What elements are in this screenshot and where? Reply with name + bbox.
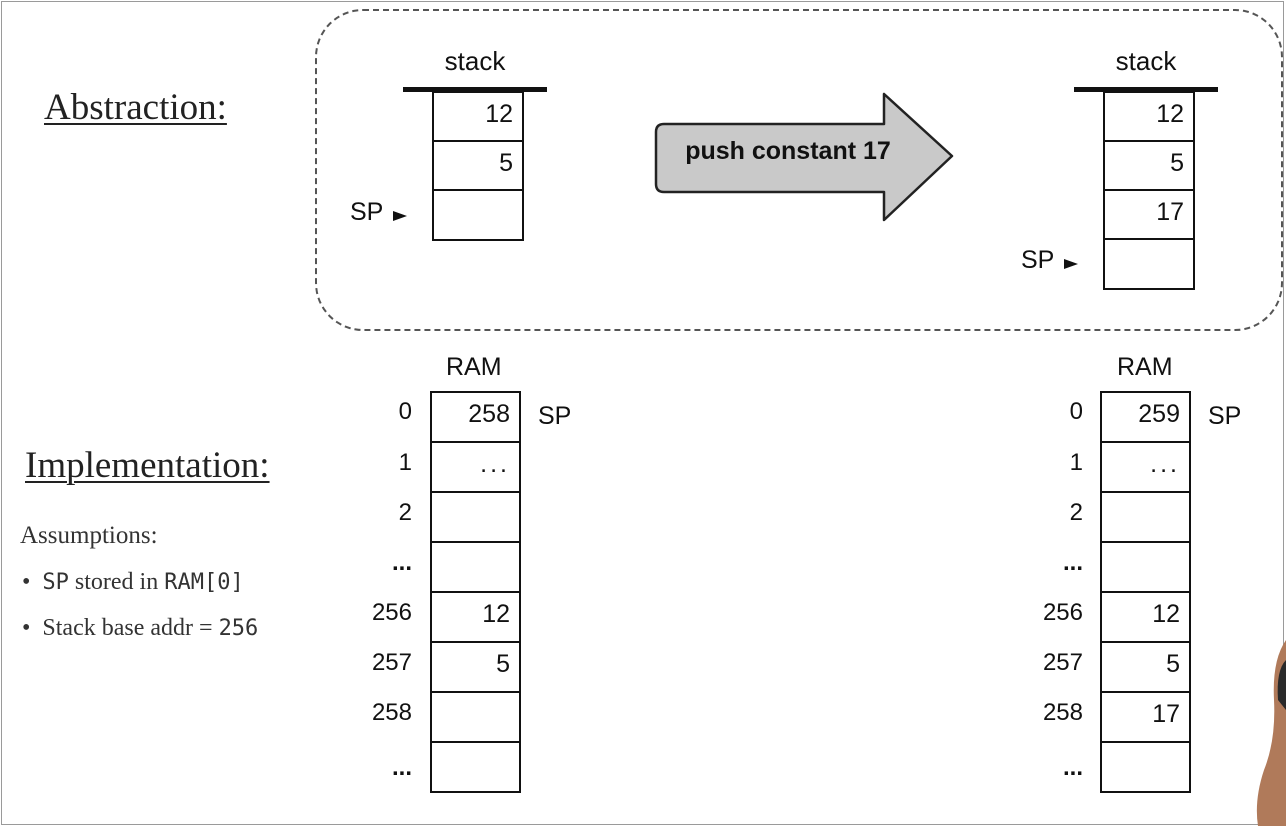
bullet-icon: • (22, 569, 43, 595)
ram-cell (430, 741, 521, 793)
abstraction-dashed-box (315, 9, 1283, 331)
ram-cell (1100, 741, 1191, 793)
ram-cell: 259 (1100, 391, 1191, 443)
ram-cell: 17 (1100, 691, 1191, 743)
ram-cell: ... (430, 441, 521, 493)
ram-cell (430, 541, 521, 593)
ram-address: 1 (398, 449, 412, 476)
push-operation-arrow: push constant 17 (652, 92, 958, 227)
big-right-arrow-icon (654, 92, 954, 222)
operation-label: push constant 17 (685, 137, 891, 165)
stack-label-before: stack (444, 46, 506, 76)
ram-address: ... (1062, 549, 1083, 576)
ram-address: 1 (1069, 449, 1083, 476)
bullet-icon: • (22, 615, 43, 641)
ram-sp-tag-after: SP (1208, 402, 1242, 430)
assumptions-title: Assumptions: (20, 522, 158, 549)
sp-pointer-label: SP (350, 198, 384, 226)
ram-address: 0 (398, 398, 412, 425)
ram-label-after: RAM (1117, 353, 1173, 381)
ram-address: 256 (1042, 599, 1083, 626)
ram-address: ... (391, 549, 412, 576)
pointer-arrow-icon (1064, 258, 1079, 269)
ram-cell (1100, 491, 1191, 543)
assumption-text: stored in (68, 569, 165, 595)
assumption-text: Stack base addr = (42, 615, 219, 641)
stack-label-after: stack (1115, 46, 1177, 76)
stack-cell-before-1: 5 (432, 140, 524, 191)
ram-cell (430, 491, 521, 543)
assumption-prefix-code: SP (42, 570, 69, 595)
sp-pointer-before: SP (350, 198, 408, 227)
ram-address: 258 (1042, 699, 1083, 726)
ram-address: 2 (398, 499, 412, 526)
ram-label-before: RAM (446, 353, 502, 381)
assumption-code: 256 (218, 616, 259, 641)
pointer-arrow-icon (393, 210, 408, 221)
assumption-code: RAM[0] (164, 570, 244, 595)
stack-cell-after-1: 5 (1103, 140, 1195, 191)
ram-address: 257 (1042, 649, 1083, 676)
ram-address: 258 (371, 699, 412, 726)
ram-cell (1100, 541, 1191, 593)
ram-cell: ... (1100, 441, 1191, 493)
stack-cell-before-2 (432, 189, 524, 241)
abstraction-title: Abstraction: (44, 87, 227, 128)
sp-pointer-after: SP (1021, 246, 1079, 275)
stack-cell-after-0: 12 (1103, 91, 1195, 142)
ram-cell: 12 (430, 591, 521, 643)
assumption-item: • Stack base addr = 256 (22, 615, 258, 642)
ram-cell (430, 691, 521, 743)
ram-address: 0 (1069, 398, 1083, 425)
ram-cell: 5 (430, 641, 521, 693)
ram-address: 257 (371, 649, 412, 676)
ram-address: 256 (371, 599, 412, 626)
assumption-item: • SP stored in RAM[0] (22, 569, 244, 596)
ram-cell: 5 (1100, 641, 1191, 693)
implementation-title: Implementation: (25, 445, 270, 486)
ram-address: 2 (1069, 499, 1083, 526)
ram-cell: 12 (1100, 591, 1191, 643)
stack-cell-before-0: 12 (432, 91, 524, 142)
ram-address: ... (391, 754, 412, 781)
stack-cell-after-2: 17 (1103, 189, 1195, 240)
sp-pointer-label: SP (1021, 246, 1055, 274)
presenter-figure (1256, 640, 1286, 826)
stack-top-bar-after (1074, 87, 1218, 92)
ram-address: ... (1062, 754, 1083, 781)
ram-sp-tag-before: SP (538, 402, 572, 430)
stack-top-bar-before (403, 87, 547, 92)
ram-cell: 258 (430, 391, 521, 443)
stack-cell-after-3 (1103, 238, 1195, 290)
